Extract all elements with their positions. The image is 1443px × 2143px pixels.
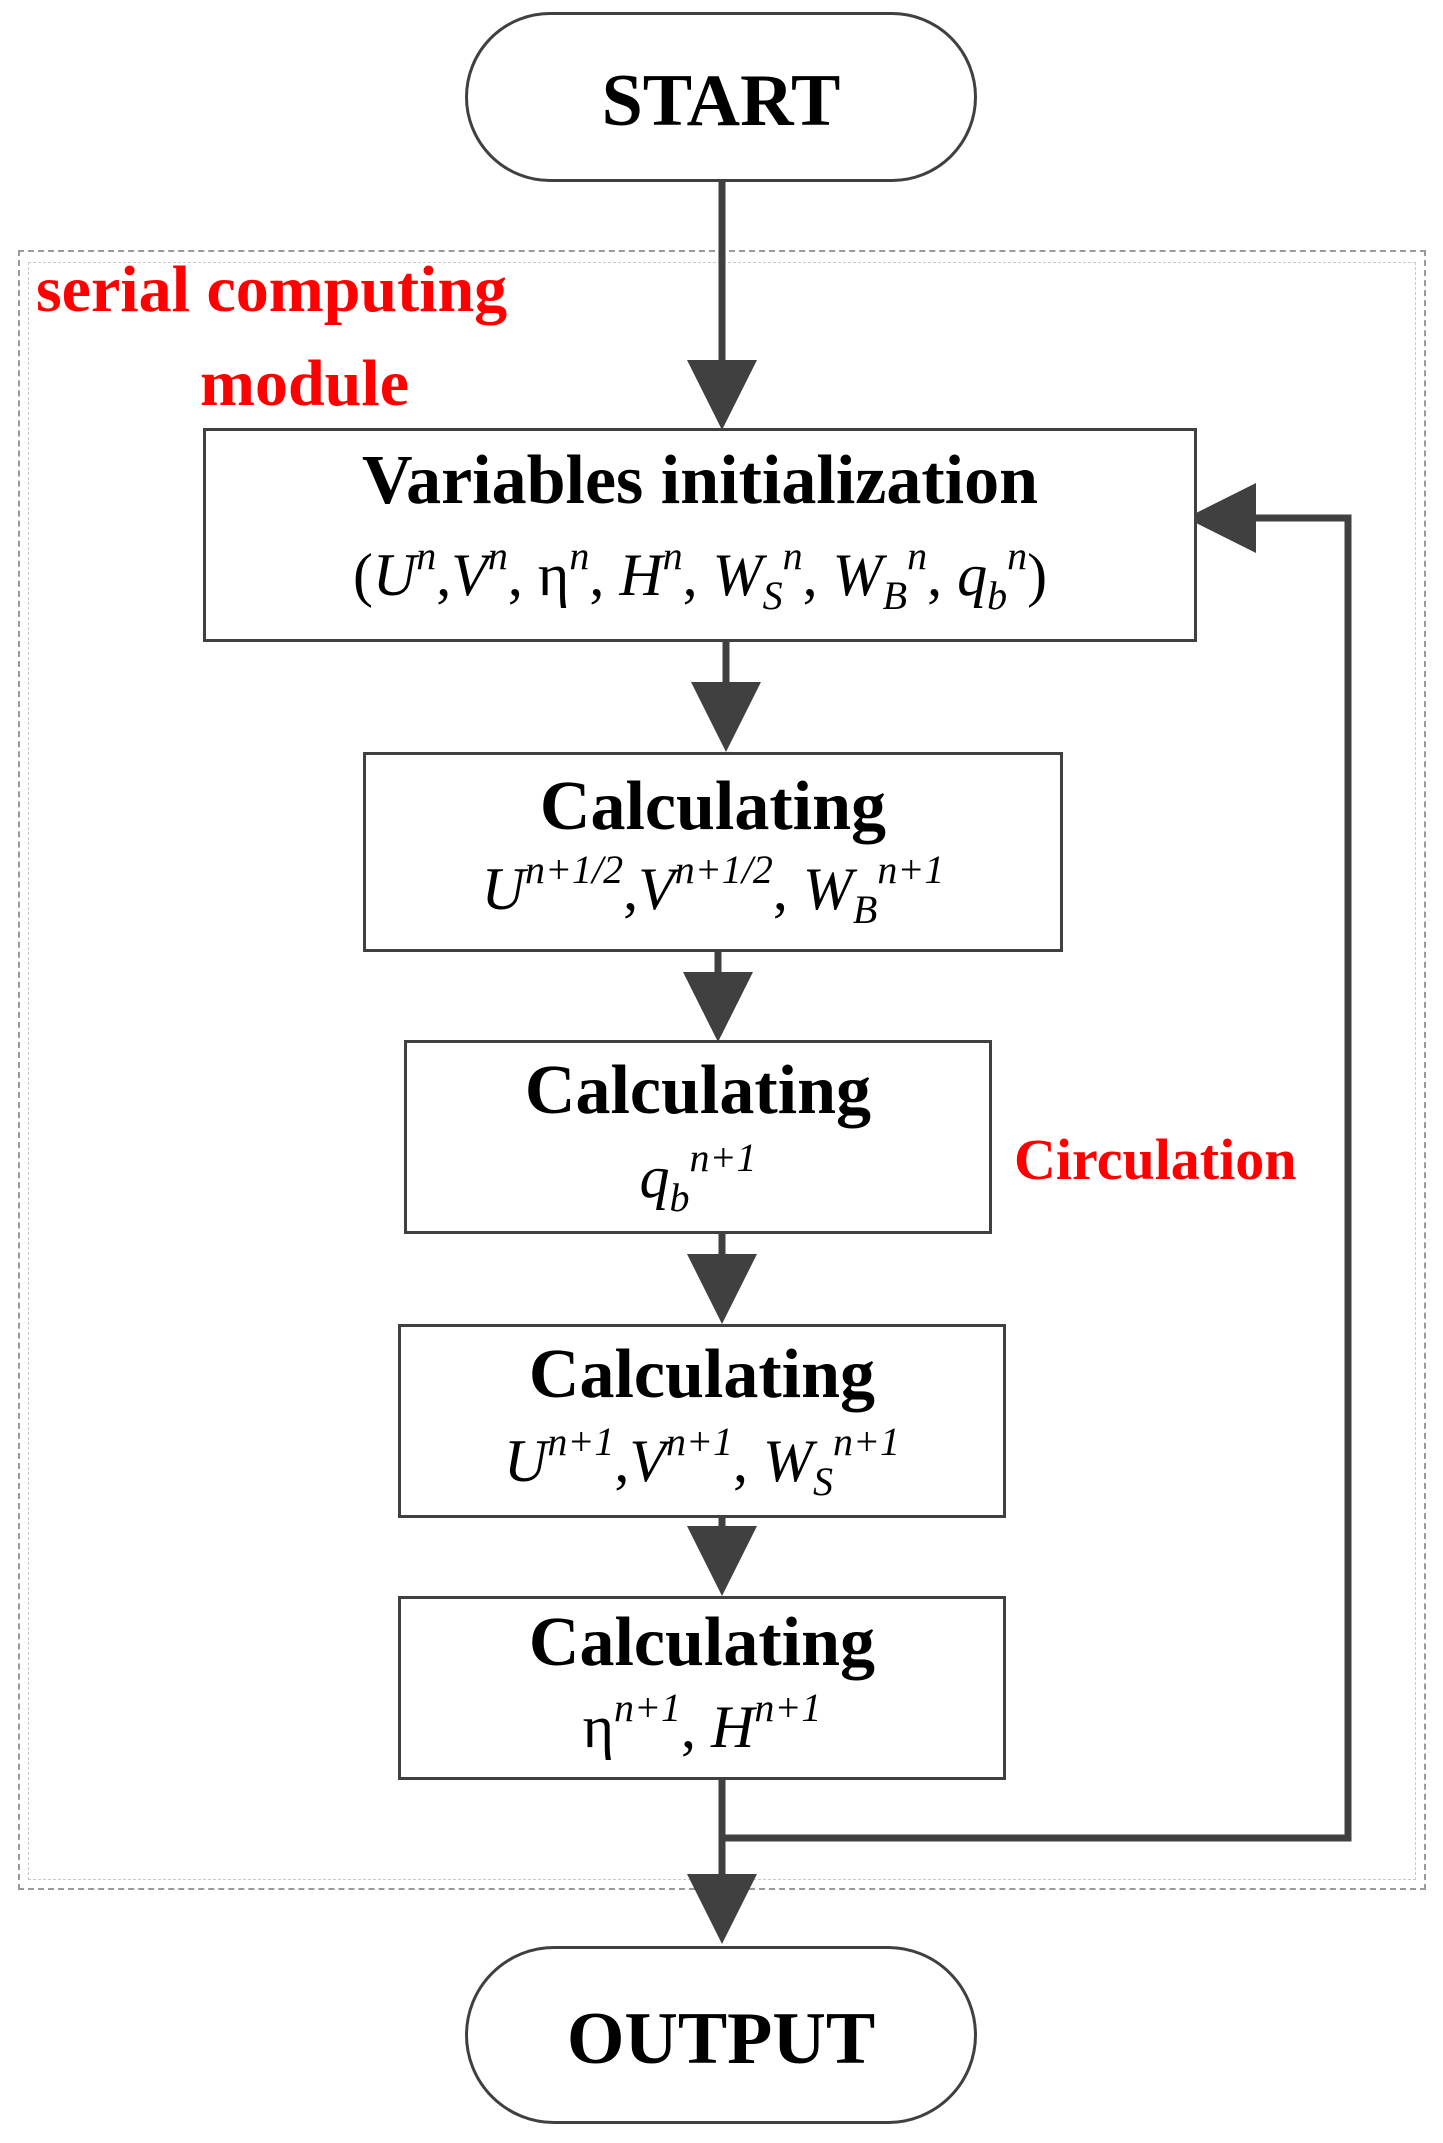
calculating-box-2: Calculating qbn+1 <box>404 1040 992 1234</box>
module-label-line1: serial computing <box>36 253 508 326</box>
calculating-box-1: Calculating Un+1/2,Vn+1/2, WBn+1 <box>363 752 1063 952</box>
start-label: START <box>601 60 841 142</box>
step-title: Calculating <box>524 1052 872 1129</box>
calculating-box-4: Calculating ηn+1, Hn+1 <box>398 1596 1006 1780</box>
circulation-loop-arrow <box>722 483 1352 1842</box>
calculating-box-3: Calculating Un+1,Vn+1, WSn+1 <box>398 1324 1006 1518</box>
start-terminal: START <box>465 12 977 182</box>
step-variables: ηn+1, Hn+1 <box>582 1685 822 1760</box>
step-variables: Un+1/2,Vn+1/2, WBn+1 <box>481 847 945 932</box>
output-terminal: OUTPUT <box>465 1946 977 2124</box>
step-title: Calculating <box>528 1604 876 1681</box>
step-variables: qbn+1 <box>639 1135 757 1220</box>
step-title: Calculating <box>528 1336 876 1413</box>
step-title: Variables initialization <box>361 442 1039 519</box>
circulation-label: Circulation <box>1014 1127 1297 1192</box>
step-variables: Un+1,Vn+1, WSn+1 <box>504 1419 900 1504</box>
step-variables: (Un,Vn, ηn, Hn, WSn, WBn, qbn) <box>352 533 1048 618</box>
variables-initialization-box: Variables initialization (Un,Vn, ηn, Hn,… <box>203 428 1197 642</box>
step-title: Calculating <box>539 768 887 845</box>
output-label: OUTPUT <box>566 1998 876 2080</box>
module-label-line2: module <box>200 347 410 420</box>
